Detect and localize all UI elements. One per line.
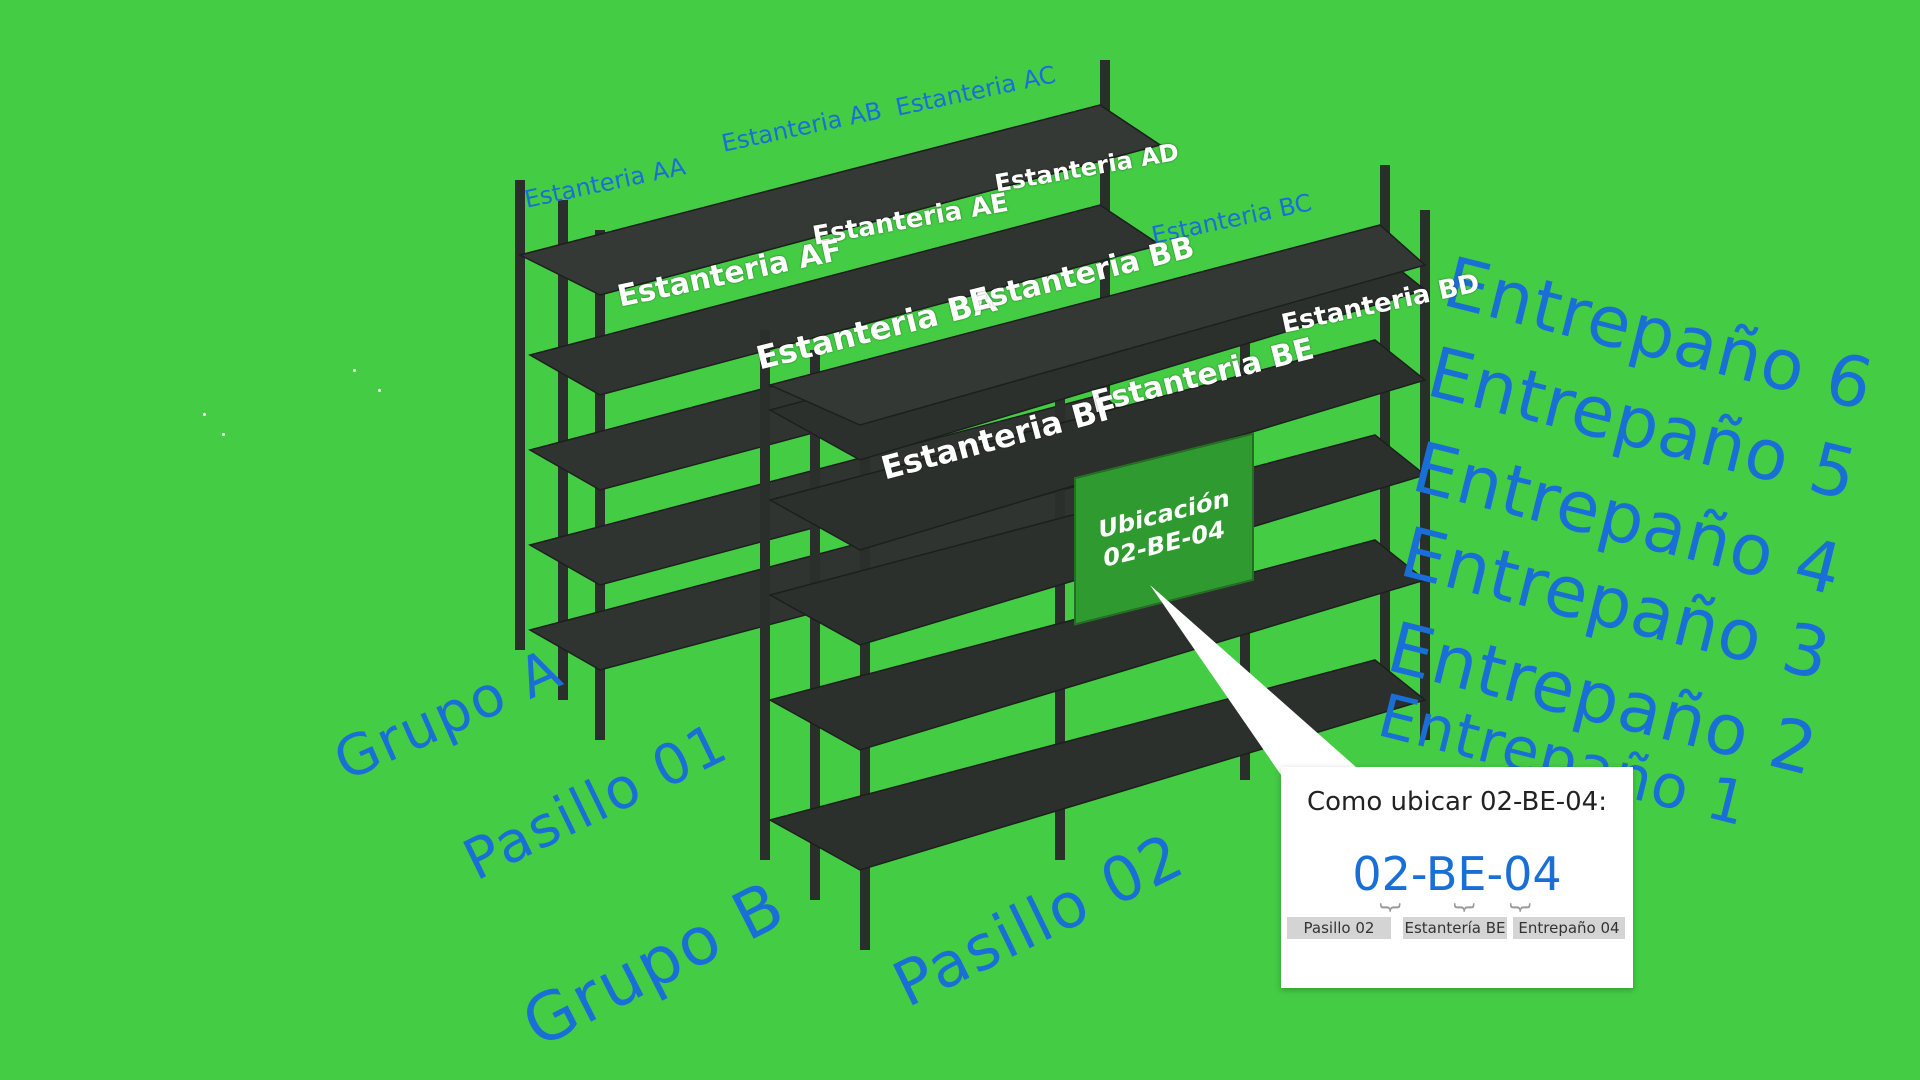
shelf-board <box>528 204 1162 396</box>
brace-icon: } <box>1451 900 1477 915</box>
brace-icon: } <box>1377 900 1403 915</box>
callout-part-shelf: Entrepaño 04 <box>1513 917 1625 939</box>
speck <box>222 433 225 436</box>
shelf-board <box>767 224 1427 426</box>
callout-part-rack: Estantería BE <box>1403 917 1507 939</box>
callout-part-aisle: Pasillo 02 <box>1287 917 1391 939</box>
shelf-board <box>768 339 1427 551</box>
shelf-board <box>517 104 1162 296</box>
speck <box>353 369 356 372</box>
brace-icon: } <box>1507 900 1533 915</box>
callout-code: 02-BE-04 <box>1352 847 1562 901</box>
speck <box>203 413 206 416</box>
callout-title: Como ubicar 02-BE-04: <box>1307 787 1607 817</box>
speck <box>378 389 381 392</box>
location-callout: Como ubicar 02-BE-04: 02-BE-04 } } } Pas… <box>1281 767 1633 988</box>
